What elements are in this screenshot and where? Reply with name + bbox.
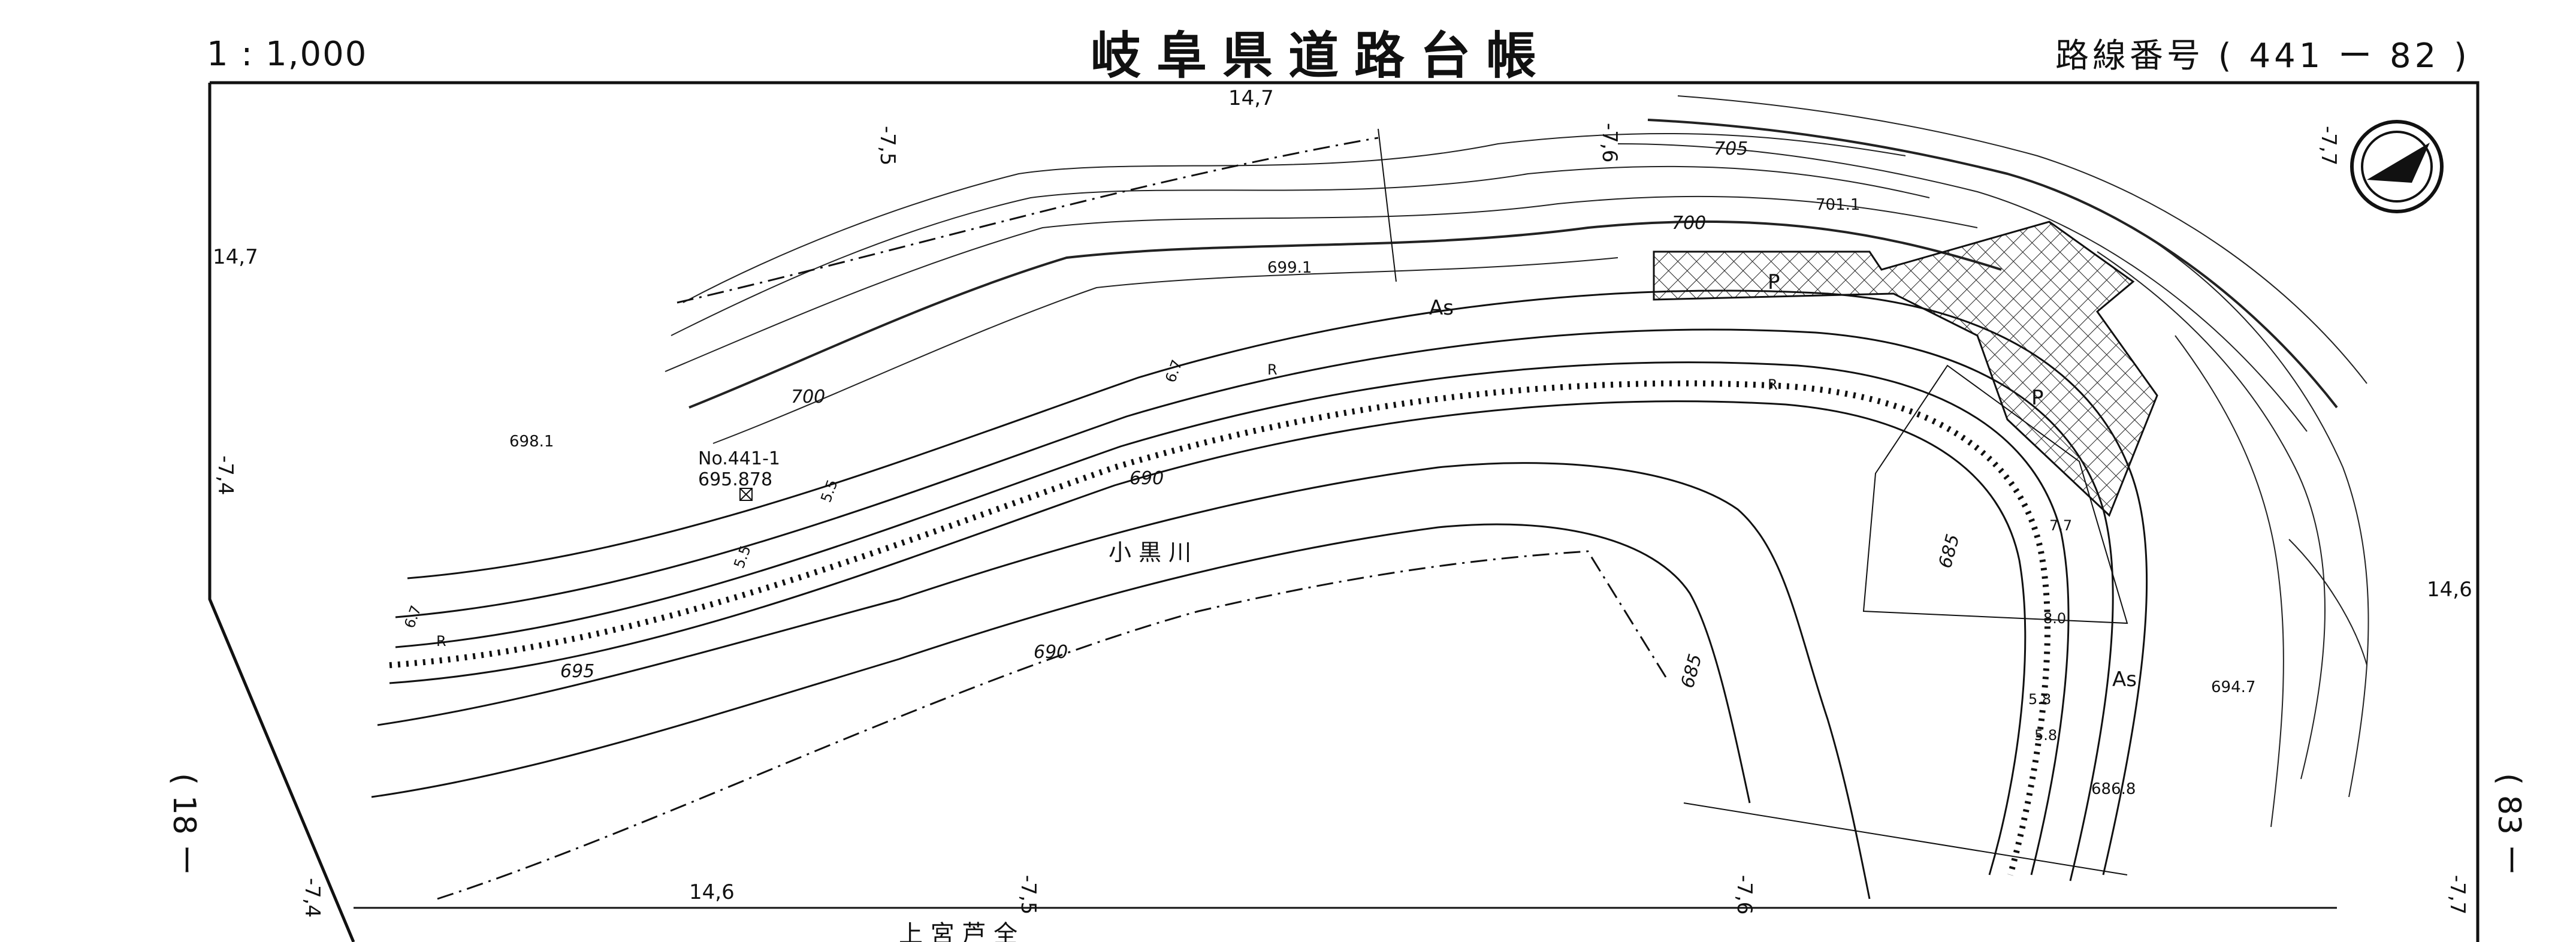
- grid-label-left-2: -7,4: [213, 455, 237, 495]
- width-label-7: 8.0: [2043, 610, 2066, 627]
- grid-label-bottom-4: -7,6: [1732, 875, 1756, 914]
- width-label-2: 6.7: [401, 603, 424, 630]
- grid-label-top-3: -7,6: [1597, 123, 1621, 162]
- river-name: 小 黒 川: [1109, 539, 1191, 566]
- site-lines: [1378, 128, 2128, 875]
- contour-label-695: 695: [560, 661, 594, 682]
- bottom-place-name: 上 宮 芦 全: [899, 920, 1017, 942]
- asphalt-label-1: As: [1429, 296, 1454, 320]
- grid-label-bottom-3: -7,5: [1016, 875, 1040, 914]
- width-label-6: 7.7: [2049, 517, 2072, 534]
- spot-height-701: 701.1: [1816, 196, 1860, 214]
- grid-labels: -7,5 14,7 -7,6 -7,7 14,7 -7,4 14,6 -7,4 …: [213, 86, 2472, 917]
- contour-label-700-top: 700: [1672, 213, 1706, 234]
- grid-label-top-1: -7,5: [875, 126, 899, 165]
- road-width-labels: 5.5 6.7 5.5 6.7 5.8 7.7 8.0 5.8: [401, 358, 2072, 744]
- parking-area: [1653, 221, 2158, 517]
- road-corridor: [389, 289, 2148, 881]
- contour-label-690-mid: 690: [1130, 468, 1164, 489]
- retaining-label-1: R: [436, 633, 446, 650]
- grid-label-bottom-2: 14,6: [689, 880, 735, 904]
- spot-heights: 701.1 699.1 698.1 694.7 686.8: [509, 196, 2255, 798]
- spot-height-686: 686.8: [2091, 780, 2136, 798]
- benchmark-id: No.441-1: [698, 448, 780, 469]
- grid-label-top-4: -7,7: [2317, 126, 2341, 165]
- benchmark-elevation: 695.878: [698, 469, 772, 490]
- north-arrow-icon: [2350, 120, 2444, 213]
- contour-label-700-left: 700: [791, 387, 825, 407]
- spot-height-699: 699.1: [1267, 259, 1312, 277]
- grid-label-right-1: 14,6: [2427, 578, 2472, 602]
- width-label-1: 5.5: [817, 478, 841, 505]
- contour-label-705: 705: [1714, 138, 1748, 159]
- contour-label-690-low: 690: [1034, 642, 1068, 663]
- parking-label-2: P: [2031, 386, 2044, 410]
- parking-label-1: P: [1768, 270, 1780, 294]
- spot-height-694: 694.7: [2211, 678, 2255, 696]
- scale-label: 1 : 1,000: [207, 35, 368, 74]
- benchmark-marker: No.441-1 695.878: [698, 448, 780, 501]
- grid-label-bottom-5: -7,7: [2445, 875, 2469, 914]
- grid-label-bottom-1: -7,4: [300, 878, 324, 917]
- width-label-3: 5.5: [730, 544, 754, 570]
- map-frame: [208, 81, 2480, 942]
- retaining-label-3: R: [1768, 376, 1778, 393]
- page-number-left: ( 18 ー: [166, 773, 202, 876]
- route-number: 路線番号 ( 441 ー 82 ): [2055, 37, 2471, 76]
- contour-labels: 705 700 700 695 690 690 685 685: [560, 138, 1964, 690]
- width-label-4: 6.7: [1162, 358, 1185, 385]
- map-labels: 小 黒 川 As As P P R R R 上 宮 芦 全: [436, 270, 2137, 942]
- page-number-right: ( 83 ー: [2491, 773, 2527, 876]
- asphalt-label-2: As: [2112, 668, 2137, 692]
- retaining-label-2: R: [1267, 361, 1278, 378]
- width-label-5: 5.8: [2034, 727, 2057, 744]
- grid-label-top-2: 14,7: [1228, 86, 1274, 110]
- contour-label-685-a: 685: [1935, 532, 1964, 570]
- contour-lines: [665, 95, 2369, 828]
- contour-label-685-b: 685: [1677, 652, 1707, 690]
- boundary-lines: [437, 137, 1667, 900]
- width-label-8: 5.8: [2028, 691, 2051, 708]
- page-title: 岐阜県道路台帳: [1091, 26, 1553, 85]
- spot-height-698: 698.1: [509, 433, 554, 451]
- grid-label-left-1: 14,7: [213, 245, 258, 269]
- river-banks: [371, 462, 1871, 899]
